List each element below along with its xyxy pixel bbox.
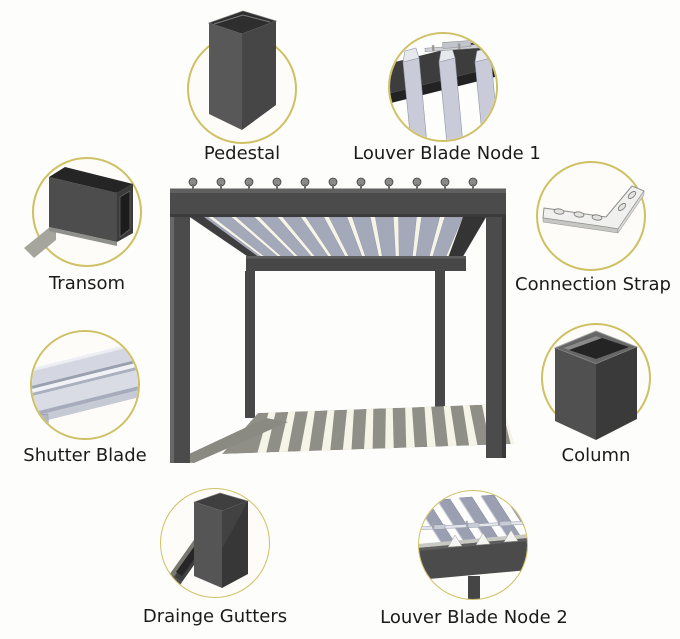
pergola-louver-ceiling xyxy=(189,216,487,271)
transom-label: Transom xyxy=(48,273,126,294)
front-left-post xyxy=(170,217,190,463)
column-label: Column xyxy=(561,445,631,466)
louver-blade-node-1-label: Louver Blade Node 1 xyxy=(353,143,541,164)
front-top-beam xyxy=(170,188,506,217)
louver-blade xyxy=(438,47,464,140)
pedestal-label: Pedestal xyxy=(203,143,281,164)
column-illustration xyxy=(553,330,639,440)
strap-holes xyxy=(553,191,637,221)
connection-strap-illustration xyxy=(542,185,645,234)
louver-blade-node-1-illustration xyxy=(390,34,496,140)
blade-profile xyxy=(32,336,138,436)
node2-post xyxy=(468,576,480,599)
drainage-gutters-label: Drainge Gutters xyxy=(142,606,288,627)
rear-right-post xyxy=(435,271,445,413)
rear-left-post xyxy=(245,271,255,418)
transom-illustration xyxy=(24,167,133,258)
node2-beam xyxy=(419,538,527,580)
louver-blade-node-2-label: Louver Blade Node 2 xyxy=(380,607,568,628)
louver-blade-node-2-illustration xyxy=(419,491,527,599)
louver-pivot-caps xyxy=(188,177,478,189)
connection-strap-label: Connection Strap xyxy=(515,274,671,295)
louver-blade xyxy=(402,47,428,140)
louver-ground-shadow xyxy=(174,404,514,463)
front-right-post xyxy=(486,217,506,458)
right-side-beam xyxy=(448,217,486,258)
linkage-rod xyxy=(419,519,527,531)
louver-blade xyxy=(474,47,496,140)
shutter-blade-illustration xyxy=(32,332,138,438)
blade-supports xyxy=(447,529,519,548)
gutter-box xyxy=(193,492,249,588)
drainage-gutters-illustration xyxy=(161,489,269,597)
pedestal-illustration xyxy=(207,10,278,130)
transom-shadow xyxy=(24,222,56,258)
louvered-pergola-illustration xyxy=(170,177,514,463)
post-shadow-wedge xyxy=(174,418,288,463)
rear-beam xyxy=(246,256,466,271)
shutter-blade-label: Shutter Blade xyxy=(23,445,147,466)
left-side-beam xyxy=(190,217,260,258)
